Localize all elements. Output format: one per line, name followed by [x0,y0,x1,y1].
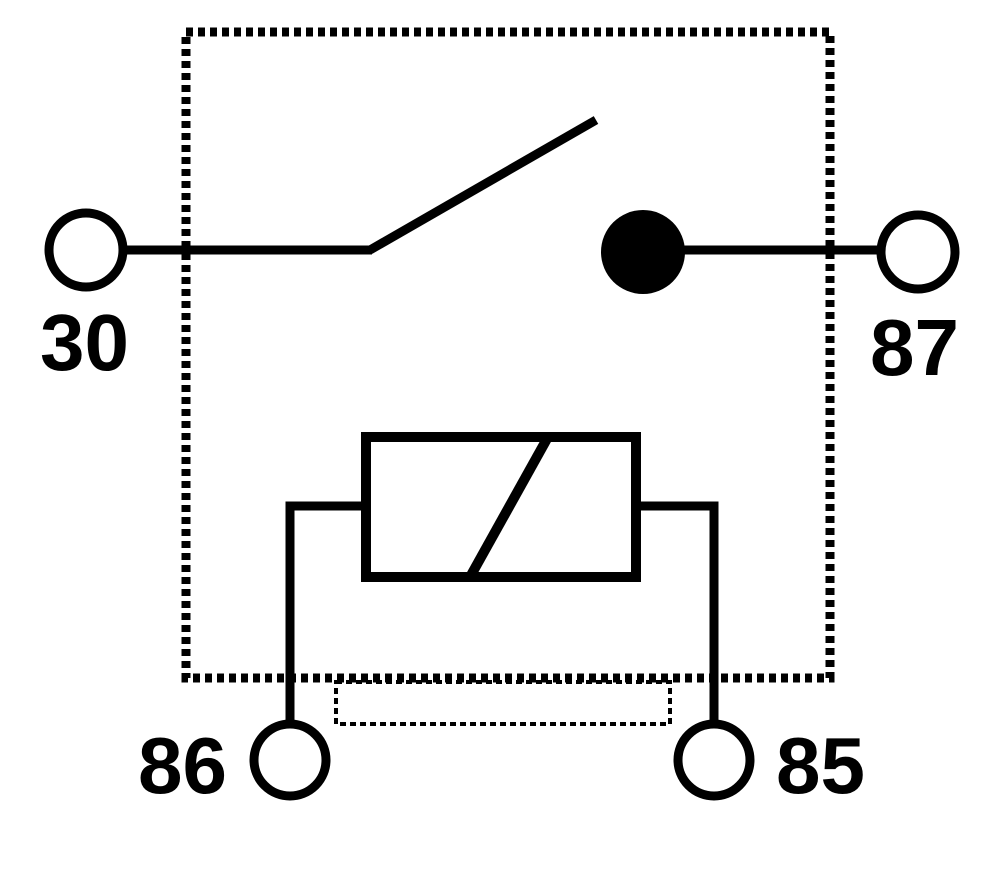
pin-30-label: 30 [40,298,129,387]
pin-86-wire [285,501,366,722]
pin-87-label: 87 [870,303,959,392]
pin-87-terminal [876,210,960,294]
pin-86-label: 86 [138,721,227,810]
coil-connector-outline [334,680,672,726]
switch-arm [367,116,599,254]
coil-body [361,432,641,582]
pin-85-label: 85 [776,721,865,810]
pin-30-terminal [44,208,128,292]
pin-85-wire [636,501,719,722]
pin-86-terminal [249,719,331,801]
pin-85-terminal [673,719,755,801]
coil-diagonal [465,434,553,580]
relay-housing-outline [181,27,835,683]
